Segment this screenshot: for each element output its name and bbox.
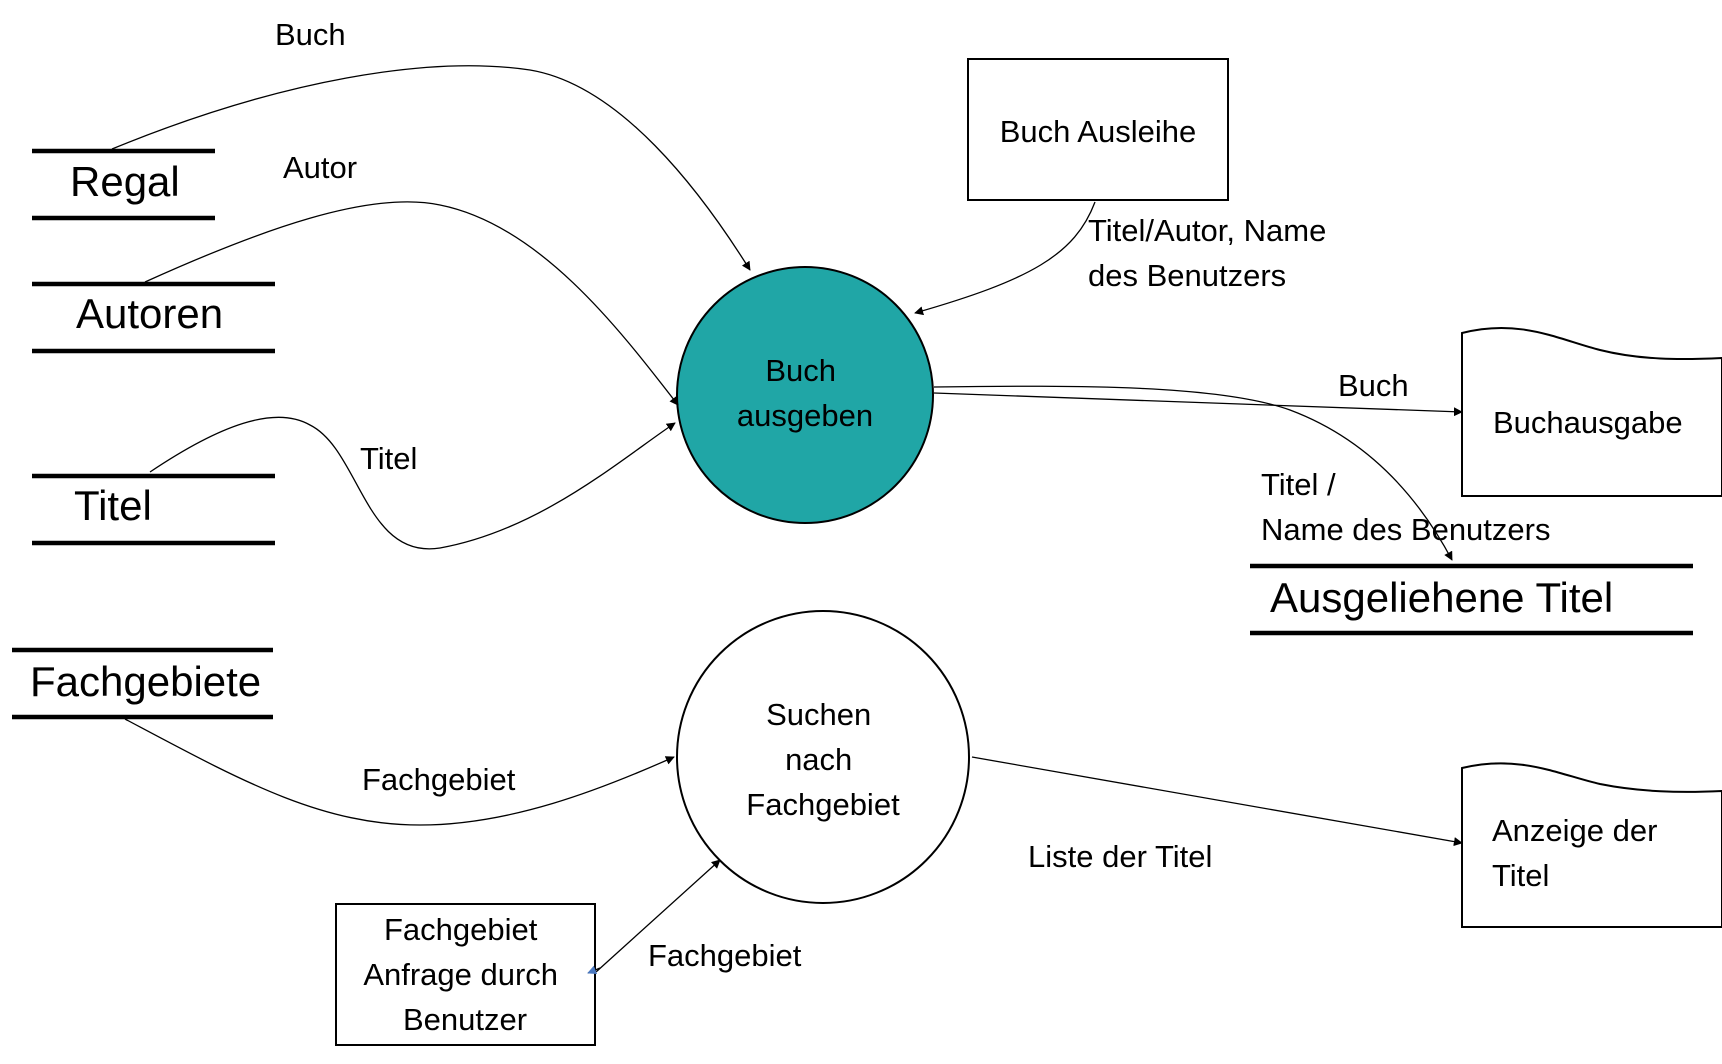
flow-titel-to-buch-ausgeben [149,416,676,550]
flow-anfrage-arrowhead-blue [587,965,601,975]
flow-label-titel: Titel [360,441,417,476]
flow-autoren-to-buch-ausgeben [144,201,679,406]
store-titel-label: Titel [74,482,152,529]
entity-fachgebiet-anfrage-line3: Benutzer [403,1002,527,1037]
flow-label-liste-titel: Liste der Titel [1028,839,1212,874]
document-anzeige-titel-label: Anzeige der Titel [1492,813,1666,893]
document-buchausgabe-shape [1461,326,1722,497]
entity-fachgebiet-anfrage: Fachgebiet Anfrage durch Benutzer [335,903,596,1046]
process-buch-ausgeben: Buch ausgeben [676,266,934,524]
flow-label-autor: Autor [283,150,357,185]
store-regal: Regal [32,148,215,221]
process-buch-ausgeben-line1: Buch [765,353,836,388]
store-regal-label: Regal [70,158,180,205]
flow-label-fachgebiet-left: Fachgebiet [362,762,516,797]
store-ausgeliehene-titel: Ausgeliehene Titel [1250,563,1693,636]
process-suchen-fachgebiet-label: Suchen nach Fachgebiet [746,697,900,822]
entity-fachgebiet-anfrage-line1: Fachgebiet [384,912,538,947]
entity-buch-ausleihe-box [967,58,1229,201]
store-fachgebiete-label: Fachgebiete [30,658,261,705]
flow-regal-to-buch-ausgeben [111,65,751,271]
store-fachgebiete: Fachgebiete [12,647,273,720]
flow-label-titel-name-line2: Name des Benutzers [1261,512,1550,547]
entity-buch-ausleihe-label: Buch Ausleihe [1000,114,1196,149]
process-suchen-fachgebiet-circle [676,610,970,904]
document-anzeige-line1: Anzeige der [1492,813,1657,848]
entity-fachgebiet-anfrage-box [335,903,596,1046]
document-anzeige-titel-shape [1461,762,1722,928]
entity-buch-ausleihe: Buch Ausleihe [967,58,1229,201]
entity-fachgebiet-anfrage-line2: Anfrage durch [363,957,558,992]
process-buch-ausgeben-line2: ausgeben [737,398,873,433]
document-buchausgabe-label: Buchausgabe [1493,405,1683,440]
flow-label-buch-top: Buch [275,17,346,52]
entity-fachgebiet-anfrage-label: Fachgebiet Anfrage durch Benutzer [363,912,566,1037]
process-suchen-line1: Suchen [766,697,871,732]
process-buch-ausgeben-circle [676,266,934,524]
flow-label-titel-autor-line2: des Benutzers [1088,258,1286,293]
document-anzeige-line2: Titel [1492,858,1549,893]
document-buchausgabe: Buchausgabe [1461,326,1722,497]
flow-label-titel-name-line1: Titel / [1261,467,1336,502]
flow-label-buch-right: Buch [1338,368,1409,403]
flow-label-titel-autor-name: Titel/Autor, Name des Benutzers [1088,213,1335,293]
flow-suchen-to-anzeige-titel [971,756,1463,847]
flow-label-titel-name: Titel / Name des Benutzers [1261,467,1550,547]
flow-label-titel-autor-line1: Titel/Autor, Name [1088,213,1326,248]
flow-buch-ausgeben-to-buchausgabe [933,392,1463,417]
process-suchen-line3: Fachgebiet [746,787,900,822]
flow-anfrage-to-suchen [595,859,721,973]
process-suchen-line2: nach [785,742,852,777]
flow-buch-ausleihe-to-buch-ausgeben [914,201,1096,316]
store-autoren-label: Autoren [76,290,223,337]
process-buch-ausgeben-label: Buch ausgeben [737,353,873,433]
process-suchen-fachgebiet: Suchen nach Fachgebiet [676,610,970,904]
store-autoren: Autoren [32,281,275,354]
document-anzeige-titel: Anzeige der Titel [1461,762,1722,928]
flow-fachgebiete-to-suchen [124,718,675,826]
store-titel: Titel [32,473,275,546]
flow-label-fachgebiet-bottom: Fachgebiet [648,938,802,973]
store-ausgeliehene-label: Ausgeliehene Titel [1270,574,1613,621]
flow-buch-ausgeben-to-ausgeliehene-titel [933,385,1453,561]
